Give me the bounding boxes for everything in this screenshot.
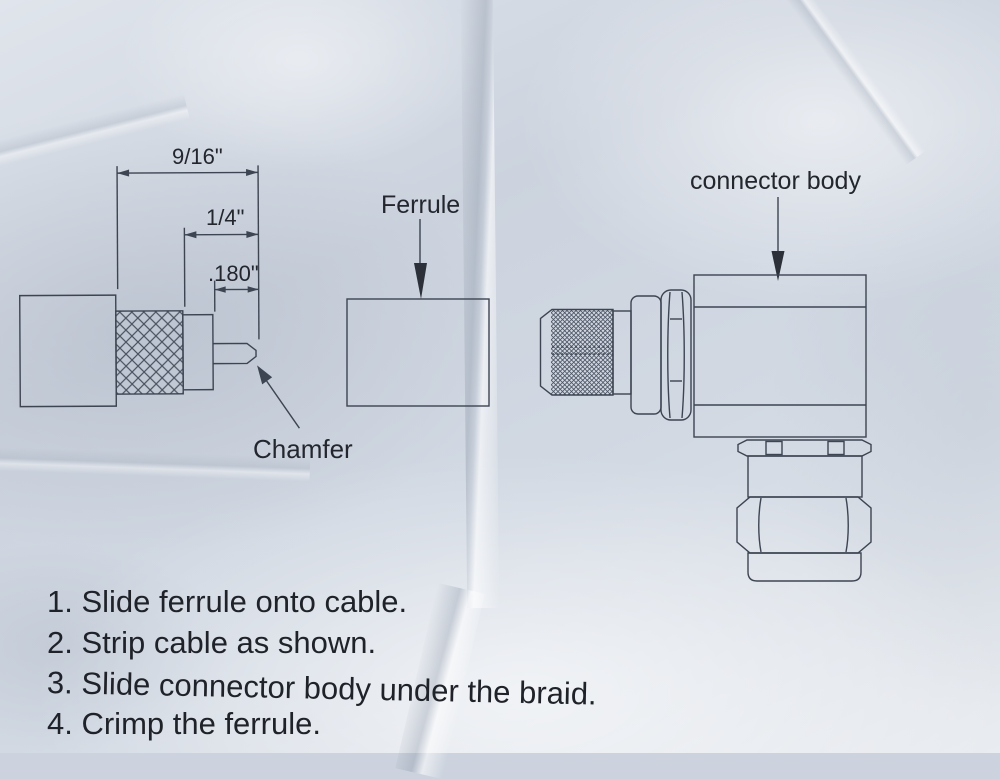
dim-arrow-right-icon — [246, 231, 258, 238]
instruction-step-4: 4. Crimp the ferrule. — [47, 706, 321, 742]
ferrule-outline — [347, 299, 489, 406]
dim-arrow-left-icon — [215, 286, 226, 292]
flange-facet — [766, 442, 782, 455]
cable-jacket — [20, 295, 117, 407]
connector-body-label: connector body — [690, 167, 861, 196]
extension-line — [258, 165, 259, 339]
extension-line — [117, 166, 118, 289]
port-cylinder — [748, 456, 862, 497]
hex-facet-line — [668, 292, 670, 418]
connector-knurl-texture — [551, 310, 613, 395]
connector-collar — [631, 296, 661, 414]
dim-label-pin: .180" — [208, 261, 259, 287]
dim-label-strip: 1/4" — [206, 205, 244, 231]
hex-facet-line — [759, 498, 761, 552]
down-arrow-icon — [414, 263, 427, 299]
dim-label-overall: 9/16" — [172, 144, 223, 170]
ferrule-label: Ferrule — [381, 191, 460, 220]
chamfer-label: Chamfer — [253, 434, 353, 465]
dim-arrow-right-icon — [246, 169, 258, 176]
hex-facet-line — [846, 498, 848, 552]
dim-arrow-right-icon — [248, 286, 259, 292]
port-hex-nut — [737, 497, 871, 553]
connector-hex-flange — [661, 290, 691, 420]
instruction-step-1: 1. Slide ferrule onto cable. — [47, 584, 407, 620]
cable-drawing — [19, 165, 299, 429]
cable-dielectric — [183, 315, 213, 390]
cable-center-pin — [213, 343, 256, 363]
hex-facet-line — [682, 292, 684, 418]
port-thread-end — [748, 553, 861, 581]
instruction-step-2: 2. Strip cable as shown. — [47, 625, 376, 661]
connector-body-drawing — [541, 197, 872, 581]
chamfer-leader-line — [266, 380, 299, 428]
chamfer-arrow-icon — [257, 365, 272, 384]
ferrule-drawing — [347, 219, 489, 406]
down-arrow-icon — [772, 251, 785, 281]
dim-arrow-left-icon — [184, 231, 196, 238]
port-hex-flange — [738, 440, 871, 456]
connector-body-outline — [694, 275, 866, 437]
dim-arrow-left-icon — [117, 170, 129, 177]
cable-braid-knurl — [116, 311, 183, 394]
flange-facet — [828, 442, 844, 455]
connector-neck — [613, 311, 631, 394]
dim-line-overall — [117, 172, 258, 173]
